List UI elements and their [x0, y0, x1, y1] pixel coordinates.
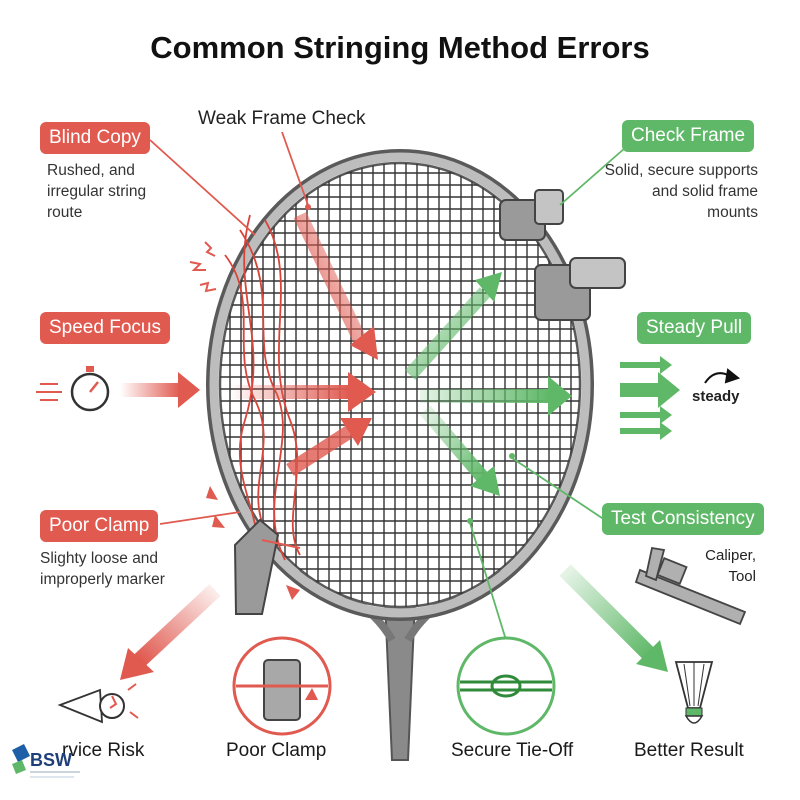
caliper-icon [634, 546, 747, 626]
blind-copy-label: Blind Copy [40, 122, 150, 154]
leader-lines [149, 131, 626, 641]
page-title: Common Stringing Method Errors [150, 30, 650, 65]
caliper-tool-text: Caliper, Tool [705, 547, 756, 585]
frame-mount-icon [499, 189, 626, 321]
crack-marks [189, 241, 217, 293]
error-arrows [120, 211, 378, 476]
speed-focus-label: Speed Focus [40, 312, 170, 344]
blind-copy-desc: Rushed, and irregular string route [47, 162, 147, 221]
bottom-service-risk: rvice Risk [62, 740, 145, 761]
steady-pull-label: Steady Pull [637, 312, 752, 344]
check-frame-label: Check Frame [622, 120, 755, 152]
check-frame-desc: Solid, secure supports and solid frame m… [604, 162, 758, 221]
steady-text: steady [692, 388, 740, 405]
clamp-icon [206, 486, 301, 615]
poor-clamp-label: Poor Clamp [40, 510, 159, 542]
bottom-arrows [120, 564, 668, 680]
bottom-poor-clamp: Poor Clamp [226, 740, 327, 761]
poor-clamp-desc: Slighty loose and improperly marker [40, 550, 165, 588]
weak-frame-check-label: Weak Frame Check [198, 108, 366, 129]
svg-text:BSW: BSW [30, 750, 72, 770]
poor-clamp-magnifier [232, 636, 332, 736]
good-arrows [404, 272, 680, 496]
bottom-better-result: Better Result [634, 740, 744, 761]
bottom-secure-tie-off: Secure Tie-Off [451, 740, 574, 761]
bsw-logo: BSW [12, 744, 80, 778]
racket-head [206, 149, 594, 621]
steady-arrow-icon [704, 368, 741, 384]
stopwatch-icon [36, 366, 110, 412]
damaged-shuttlecock-icon [57, 683, 139, 724]
shuttlecock-icon [674, 661, 714, 724]
test-consistency-label: Test Consistency [602, 503, 764, 535]
secure-tie-off-magnifier [456, 636, 556, 736]
